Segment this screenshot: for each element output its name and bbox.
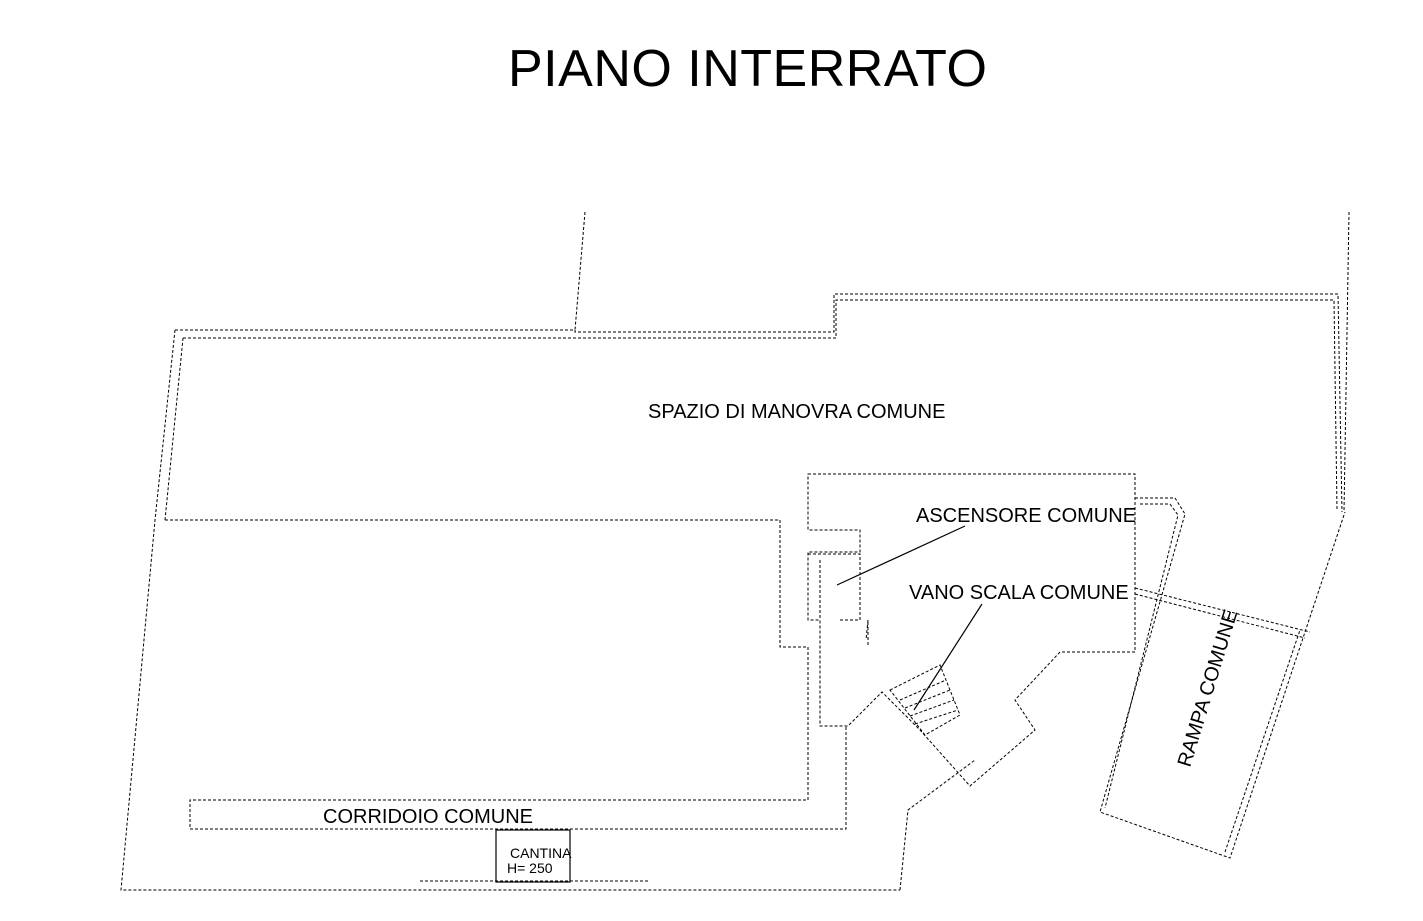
plan-title: PIANO INTERRATO <box>508 40 987 98</box>
property-line-left <box>574 211 586 331</box>
elevator-block <box>807 473 1136 787</box>
maneuver-area-inner <box>183 299 1338 511</box>
cellar-box <box>495 829 571 883</box>
label-cellar-height: H= 250 <box>507 860 553 876</box>
maneuver-left-wall-inner <box>164 337 184 521</box>
ramp-inner <box>1104 503 1301 853</box>
stair-steps <box>899 679 959 725</box>
label-corridor: CORRIDOIO COMUNE <box>323 806 533 828</box>
label-ramp: RAMPA COMUNE <box>1174 607 1243 769</box>
elevator-shaft <box>808 553 861 621</box>
label-cellar: CANTINA <box>510 845 572 861</box>
maneuver-left-wall <box>120 329 900 891</box>
label-elevator: ASCENSORE COMUNE <box>916 505 1136 527</box>
maneuver-area-outer <box>175 293 1343 513</box>
stair-box <box>865 619 961 736</box>
label-stairwell: VANO SCALA COMUNE <box>909 582 1129 604</box>
stairwell-leader <box>913 603 983 711</box>
ramp-outer <box>1099 497 1346 859</box>
ramp-crossing <box>1134 587 1311 639</box>
elevator-leader <box>836 525 966 586</box>
label-maneuver-space: SPAZIO DI MANOVRA COMUNE <box>648 401 945 423</box>
property-line-right <box>1343 211 1350 513</box>
lower-boundary <box>899 759 976 891</box>
maneuver-divider <box>165 519 847 830</box>
